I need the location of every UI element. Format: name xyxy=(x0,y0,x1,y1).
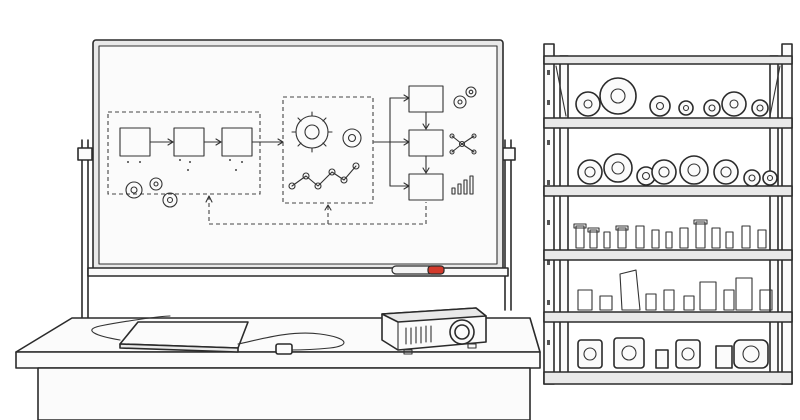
metal-shelving-unit xyxy=(543,43,793,385)
valves-shelf xyxy=(577,337,769,369)
gears-shelf xyxy=(575,77,769,117)
projector xyxy=(381,307,487,355)
bolts-shelf xyxy=(573,219,767,249)
closed-laptop xyxy=(91,315,345,355)
whiteboard xyxy=(77,39,516,420)
brackets-shelf xyxy=(577,269,773,311)
flowchart xyxy=(107,85,477,225)
marker xyxy=(391,265,445,275)
bearings-shelf xyxy=(577,153,778,187)
